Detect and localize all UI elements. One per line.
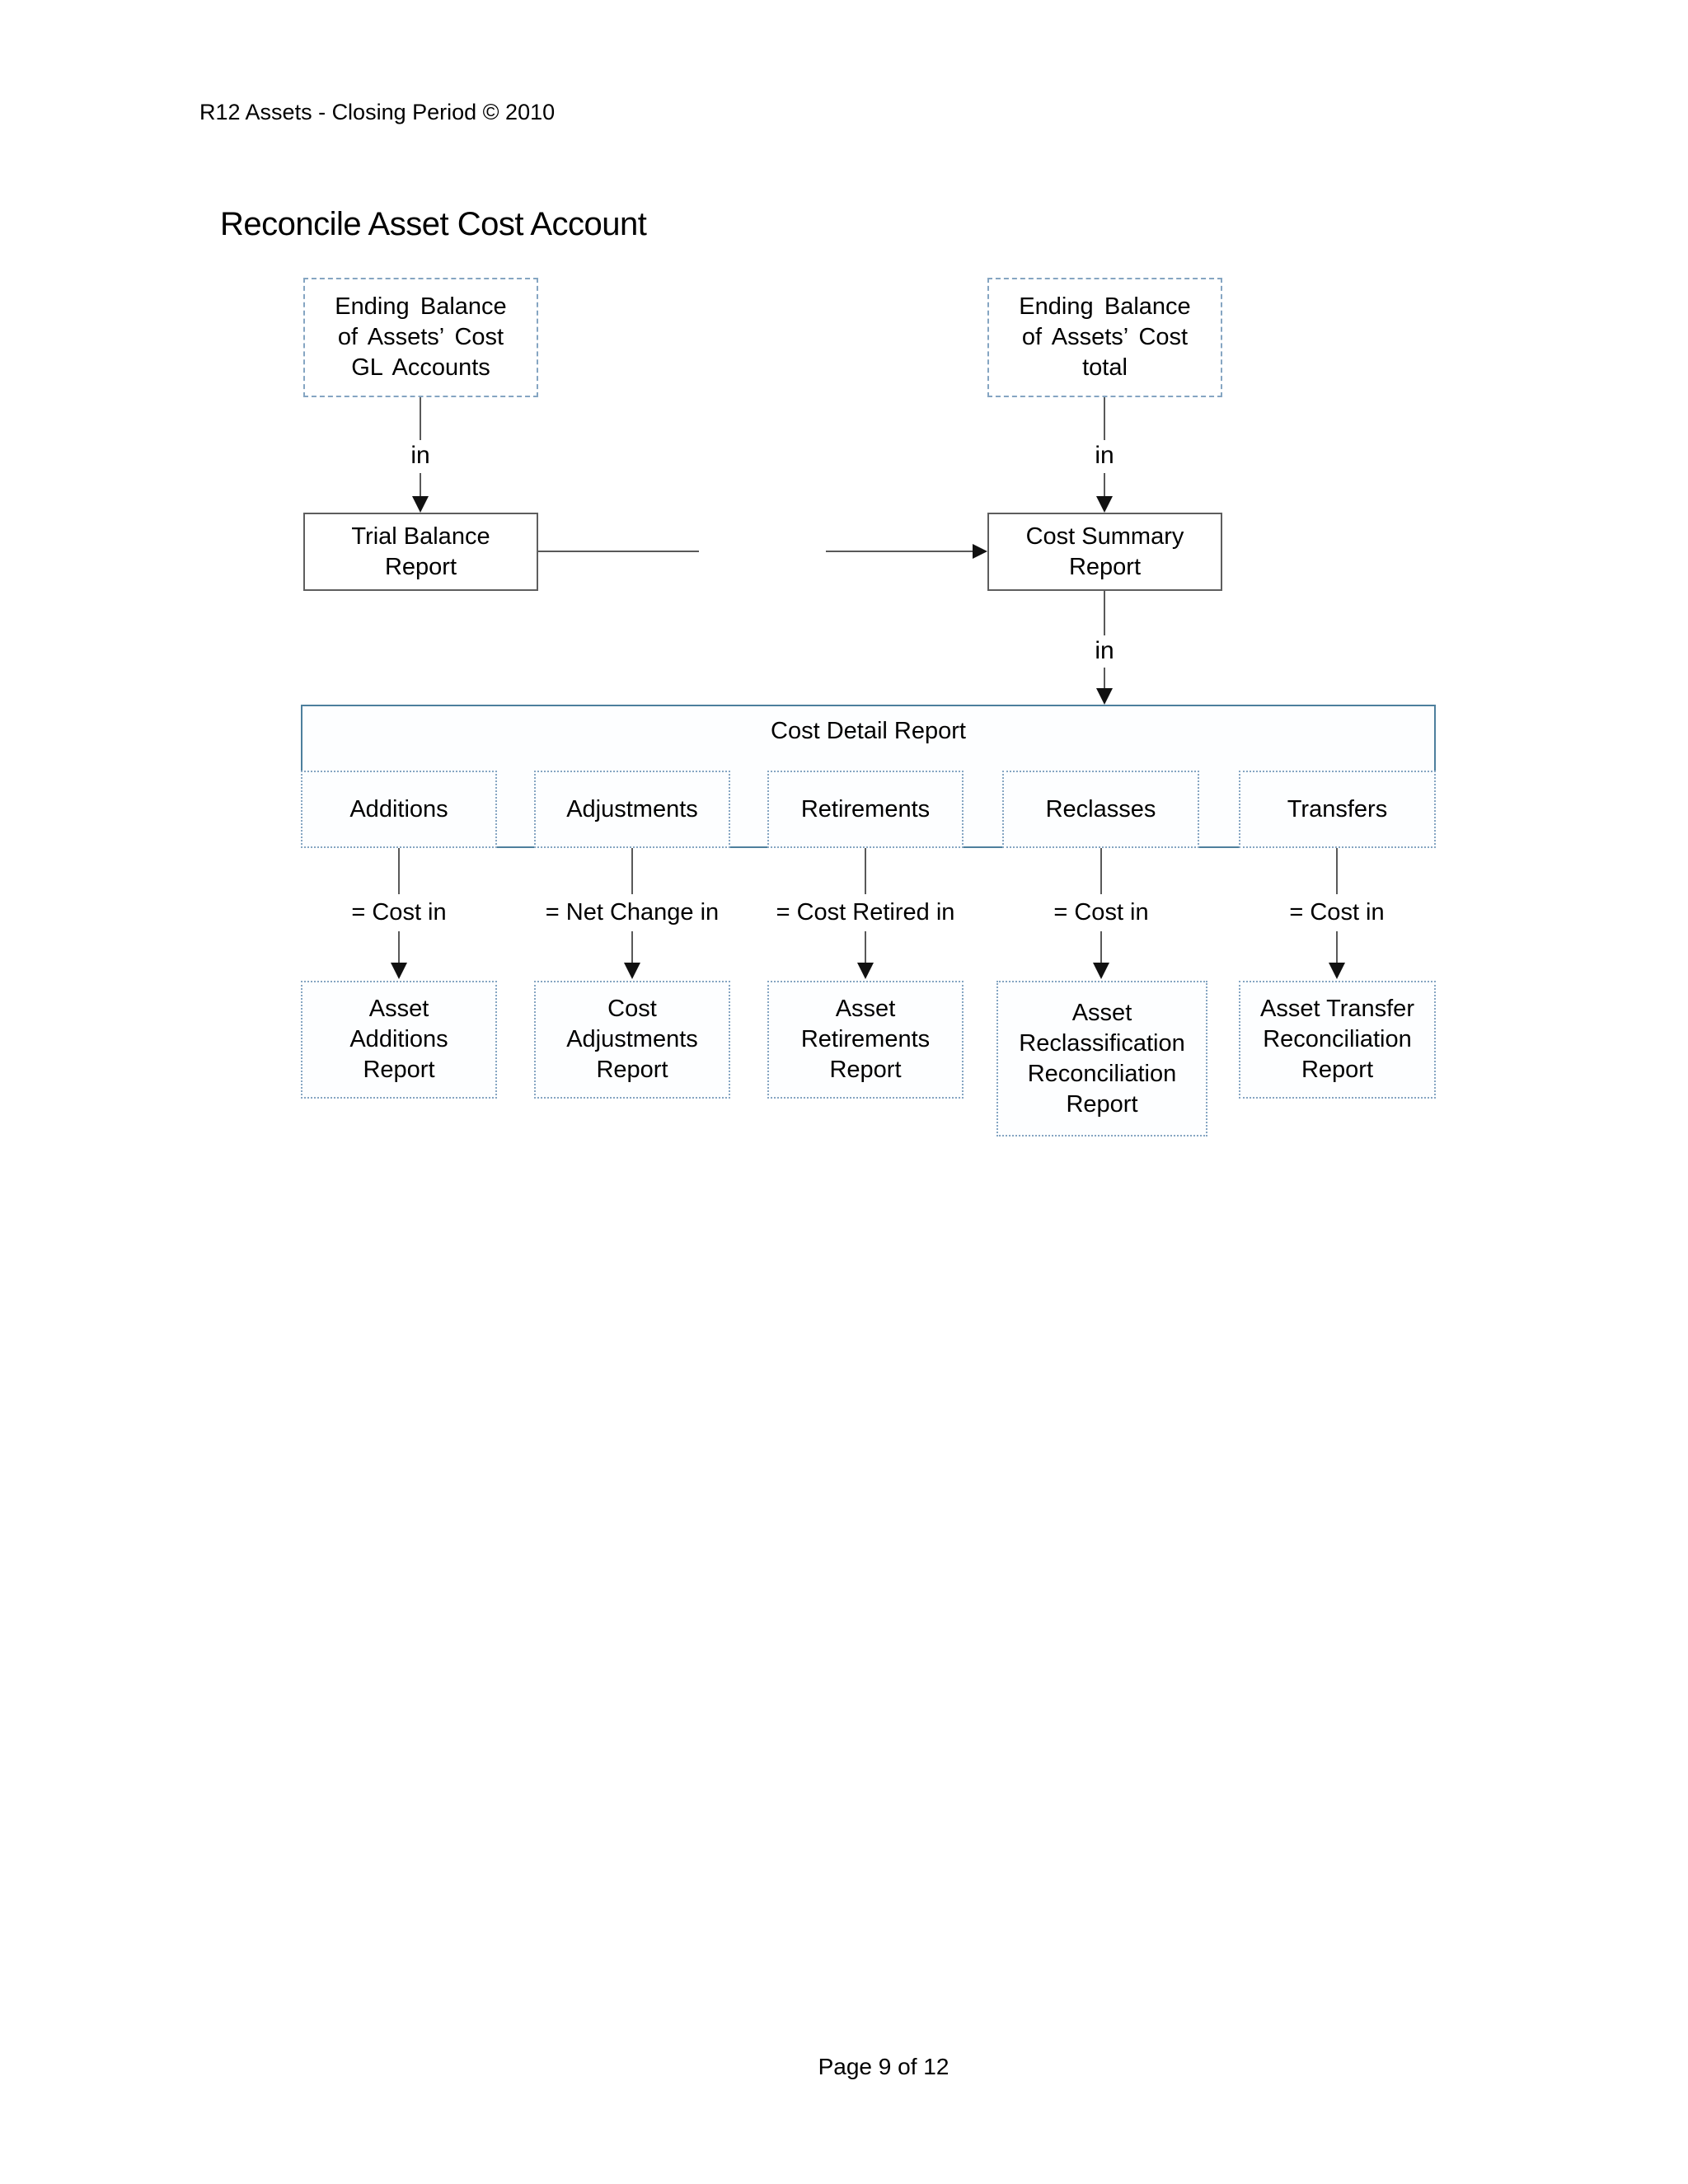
- edge-label-in-right: in: [1095, 442, 1114, 469]
- connector-line: [631, 931, 633, 963]
- node-ending-balance-gl-accounts: Ending Balance of Assets’ Cost GL Accoun…: [303, 278, 538, 397]
- connector-line: [1100, 848, 1102, 894]
- node-asset-additions-report: Asset Additions Report: [301, 981, 497, 1099]
- relation-label-reclasses: = Cost in: [1053, 899, 1149, 926]
- connector-line: [865, 931, 866, 963]
- arrow-down-icon: [1096, 496, 1113, 513]
- detail-column-retirements: Retirements: [767, 771, 964, 848]
- relation-label-retirements: = Cost Retired in: [776, 899, 955, 926]
- node-cost-adjustments-report: Cost Adjustments Report: [534, 981, 730, 1099]
- connector-line: [1104, 397, 1105, 440]
- connector-line: [1104, 591, 1105, 635]
- node-asset-reclassification-reconciliation-report: Asset Reclassification Reconciliation Re…: [996, 981, 1207, 1137]
- arrow-down-icon: [412, 496, 429, 513]
- connector-line: [398, 931, 400, 963]
- arrow-down-icon: [624, 963, 640, 979]
- arrow-down-icon: [391, 963, 407, 979]
- connector-line: [420, 397, 421, 440]
- detail-column-additions: Additions: [301, 771, 497, 848]
- node-ending-balance-total: Ending Balance of Assets’ Cost total: [987, 278, 1222, 397]
- node-trial-balance-report: Trial Balance Report: [303, 513, 538, 591]
- connector-line: [631, 848, 633, 894]
- connector-line: [1336, 848, 1338, 894]
- connector-line: [1104, 473, 1105, 496]
- relation-label-adjustments: = Net Change in: [545, 899, 720, 926]
- edge-label-in-left: in: [410, 442, 430, 469]
- cost-detail-report-title: Cost Detail Report: [771, 718, 966, 744]
- arrow-right-icon: [973, 544, 987, 559]
- relation-label-additions: = Cost in: [351, 899, 447, 926]
- detail-column-transfers: Transfers: [1239, 771, 1436, 848]
- edge-label-in-detail: in: [1095, 637, 1114, 664]
- connector-line: [1104, 668, 1105, 689]
- node-cost-summary-report: Cost Summary Report: [987, 513, 1222, 591]
- detail-column-adjustments: Adjustments: [534, 771, 730, 848]
- detail-column-reclasses: Reclasses: [1002, 771, 1199, 848]
- connector-line: [420, 473, 421, 496]
- connector-line: [1336, 931, 1338, 963]
- connector-line: [1100, 931, 1102, 963]
- node-asset-retirements-report: Asset Retirements Report: [767, 981, 964, 1099]
- connector-line: [826, 551, 974, 552]
- relation-label-transfers: = Cost in: [1289, 899, 1385, 926]
- connector-line: [538, 551, 699, 552]
- connector-line: [398, 848, 400, 894]
- node-asset-transfer-reconciliation-report: Asset Transfer Reconciliation Report: [1239, 981, 1436, 1099]
- arrow-down-icon: [857, 963, 874, 979]
- arrow-down-icon: [1096, 688, 1113, 705]
- page-header: R12 Assets - Closing Period © 2010: [199, 100, 556, 124]
- connector-line: [865, 848, 866, 894]
- page-title: Reconcile Asset Cost Account: [220, 206, 647, 242]
- page-footer: Page 9 of 12: [818, 2054, 950, 2079]
- arrow-down-icon: [1093, 963, 1109, 979]
- arrow-down-icon: [1329, 963, 1345, 979]
